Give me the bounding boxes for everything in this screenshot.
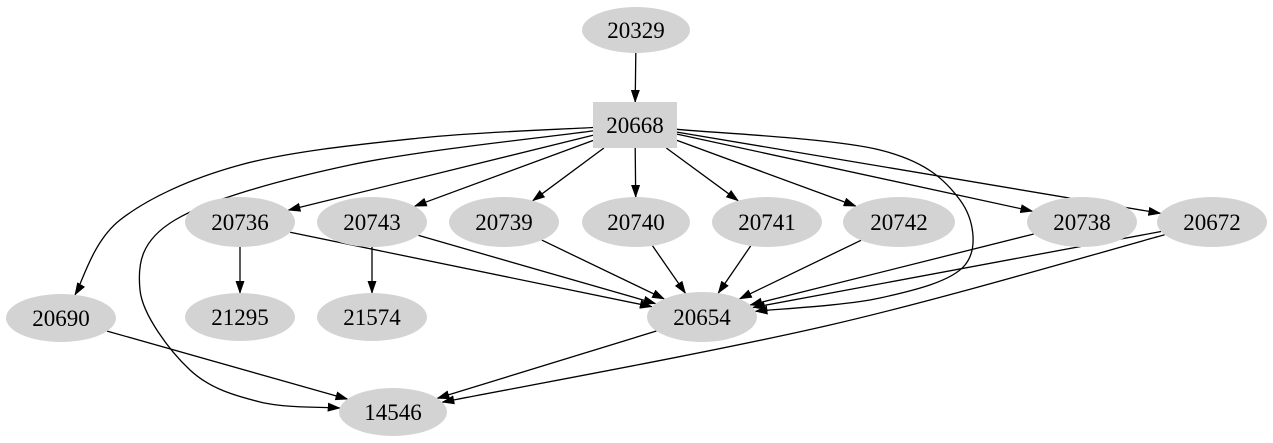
edge-20668-20736 — [287, 134, 594, 212]
node-20739: 20739 — [449, 197, 559, 247]
edge-20668-20739 — [531, 147, 605, 202]
edge-20741-20654 — [717, 245, 752, 294]
edge-20668-14546 — [138, 130, 594, 412]
edge-20740-20654 — [651, 245, 686, 295]
node-20654: 20654 — [647, 292, 757, 342]
node-21295-shape — [185, 293, 295, 341]
node-21574-shape — [317, 293, 427, 341]
node-20740: 20740 — [582, 197, 690, 247]
node-20741-shape — [712, 197, 822, 247]
node-14546-shape — [339, 388, 447, 436]
edge-20668-20740 — [631, 147, 641, 198]
edges-layer — [74, 52, 1165, 412]
node-20736-label: 20736 — [211, 210, 269, 235]
edge-20738-20654 — [749, 233, 1034, 307]
node-20329: 20329 — [582, 7, 690, 53]
node-20742-shape — [843, 197, 955, 247]
node-21295: 21295 — [185, 293, 295, 341]
node-20739-label: 20739 — [475, 210, 533, 235]
edge-20668-20690 — [74, 126, 594, 296]
node-20736: 20736 — [185, 197, 295, 247]
edge-20739-20654 — [541, 239, 666, 300]
node-20743: 20743 — [317, 197, 427, 247]
edge-20668-20742 — [676, 139, 857, 207]
node-20740-label: 20740 — [607, 210, 665, 235]
node-20741-label: 20741 — [738, 210, 796, 235]
node-21574: 21574 — [317, 293, 427, 341]
node-20738-shape — [1027, 197, 1137, 247]
node-20738: 20738 — [1027, 197, 1137, 247]
node-20742: 20742 — [843, 197, 955, 247]
node-20690: 20690 — [6, 294, 116, 342]
edge-20668-20738 — [676, 133, 1034, 214]
node-20742-label: 20742 — [870, 210, 928, 235]
node-14546-label: 14546 — [364, 400, 422, 425]
edge-20329-20668 — [630, 52, 640, 103]
node-20743-label: 20743 — [343, 210, 401, 235]
node-20672-shape — [1157, 197, 1267, 247]
node-14546: 14546 — [339, 388, 447, 436]
node-20672: 20672 — [1157, 197, 1267, 247]
node-20690-label: 20690 — [32, 306, 90, 331]
node-20741: 20741 — [712, 197, 822, 247]
node-21295-label: 21295 — [211, 305, 269, 330]
edge-20743-20654 — [418, 234, 657, 305]
edge-20668-20654 — [676, 128, 974, 315]
node-21574-label: 21574 — [343, 305, 401, 330]
edge-20672-14546 — [441, 234, 1165, 405]
node-20739-shape — [449, 197, 559, 247]
node-20743-shape — [317, 197, 427, 247]
node-20690-shape — [6, 294, 116, 342]
node-20329-label: 20329 — [607, 18, 665, 43]
node-20329-shape — [582, 7, 690, 53]
nodes-layer: 20329 20668 20736 20743 20739 20740 20741 20742… — [6, 7, 1267, 436]
node-20668-label: 20668 — [606, 113, 664, 138]
edge-20668-20741 — [665, 147, 739, 202]
node-20736-shape — [185, 197, 295, 247]
edge-20668-20743 — [413, 139, 594, 207]
node-20738-label: 20738 — [1053, 210, 1111, 235]
node-20668-shape — [593, 102, 677, 148]
edge-20690-14546 — [106, 330, 349, 401]
node-20740-shape — [582, 197, 690, 247]
edge-20654-14546 — [436, 330, 657, 400]
node-20654-label: 20654 — [673, 305, 731, 330]
edge-20742-20654 — [738, 239, 862, 300]
node-20668: 20668 — [593, 102, 677, 148]
node-20654-shape — [647, 292, 757, 342]
node-20672-label: 20672 — [1183, 210, 1241, 235]
